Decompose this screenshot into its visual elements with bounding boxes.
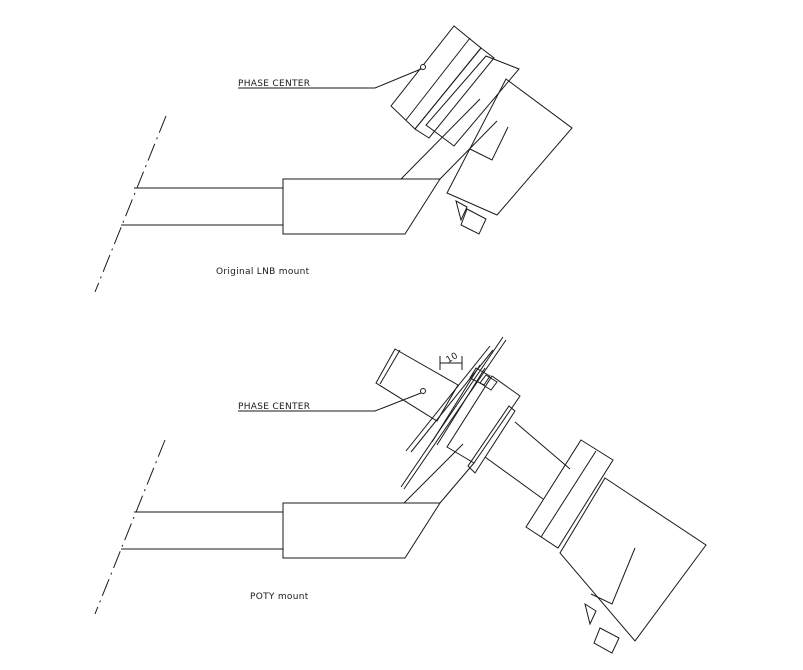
mounting-plates (400, 336, 507, 490)
poty-mount-drawing: 10 PHASE CENTER POTY mount (94, 336, 707, 654)
feed-horn (390, 25, 495, 139)
support-arm (121, 98, 498, 235)
lnb-body (559, 477, 707, 654)
dimension-10 (439, 356, 463, 370)
reflector-axis-line (94, 115, 167, 293)
phase-center-marker-top (238, 64, 426, 89)
original-lnb-mount-drawing: PHASE CENTER Original LNB mount (94, 25, 573, 293)
connecting-tube (484, 421, 571, 500)
phase-center-point (420, 388, 426, 394)
phase-center-leader (238, 392, 422, 412)
support-arm (121, 443, 475, 559)
lnb-body (425, 55, 573, 235)
phase-center-point (420, 64, 426, 70)
phase-center-marker-bottom (238, 388, 426, 412)
lnb-flange-ring (525, 439, 614, 549)
phase-center-label-top: PHASE CENTER (238, 79, 310, 89)
flange-plate (446, 375, 521, 474)
phase-center-label-bottom: PHASE CENTER (238, 402, 310, 412)
caption-poty-mount: POTY mount (250, 592, 309, 602)
feed-horn (375, 348, 459, 422)
caption-original-lnb-mount: Original LNB mount (216, 267, 310, 277)
reflector-axis-line (94, 439, 166, 615)
phase-center-leader (238, 68, 422, 89)
